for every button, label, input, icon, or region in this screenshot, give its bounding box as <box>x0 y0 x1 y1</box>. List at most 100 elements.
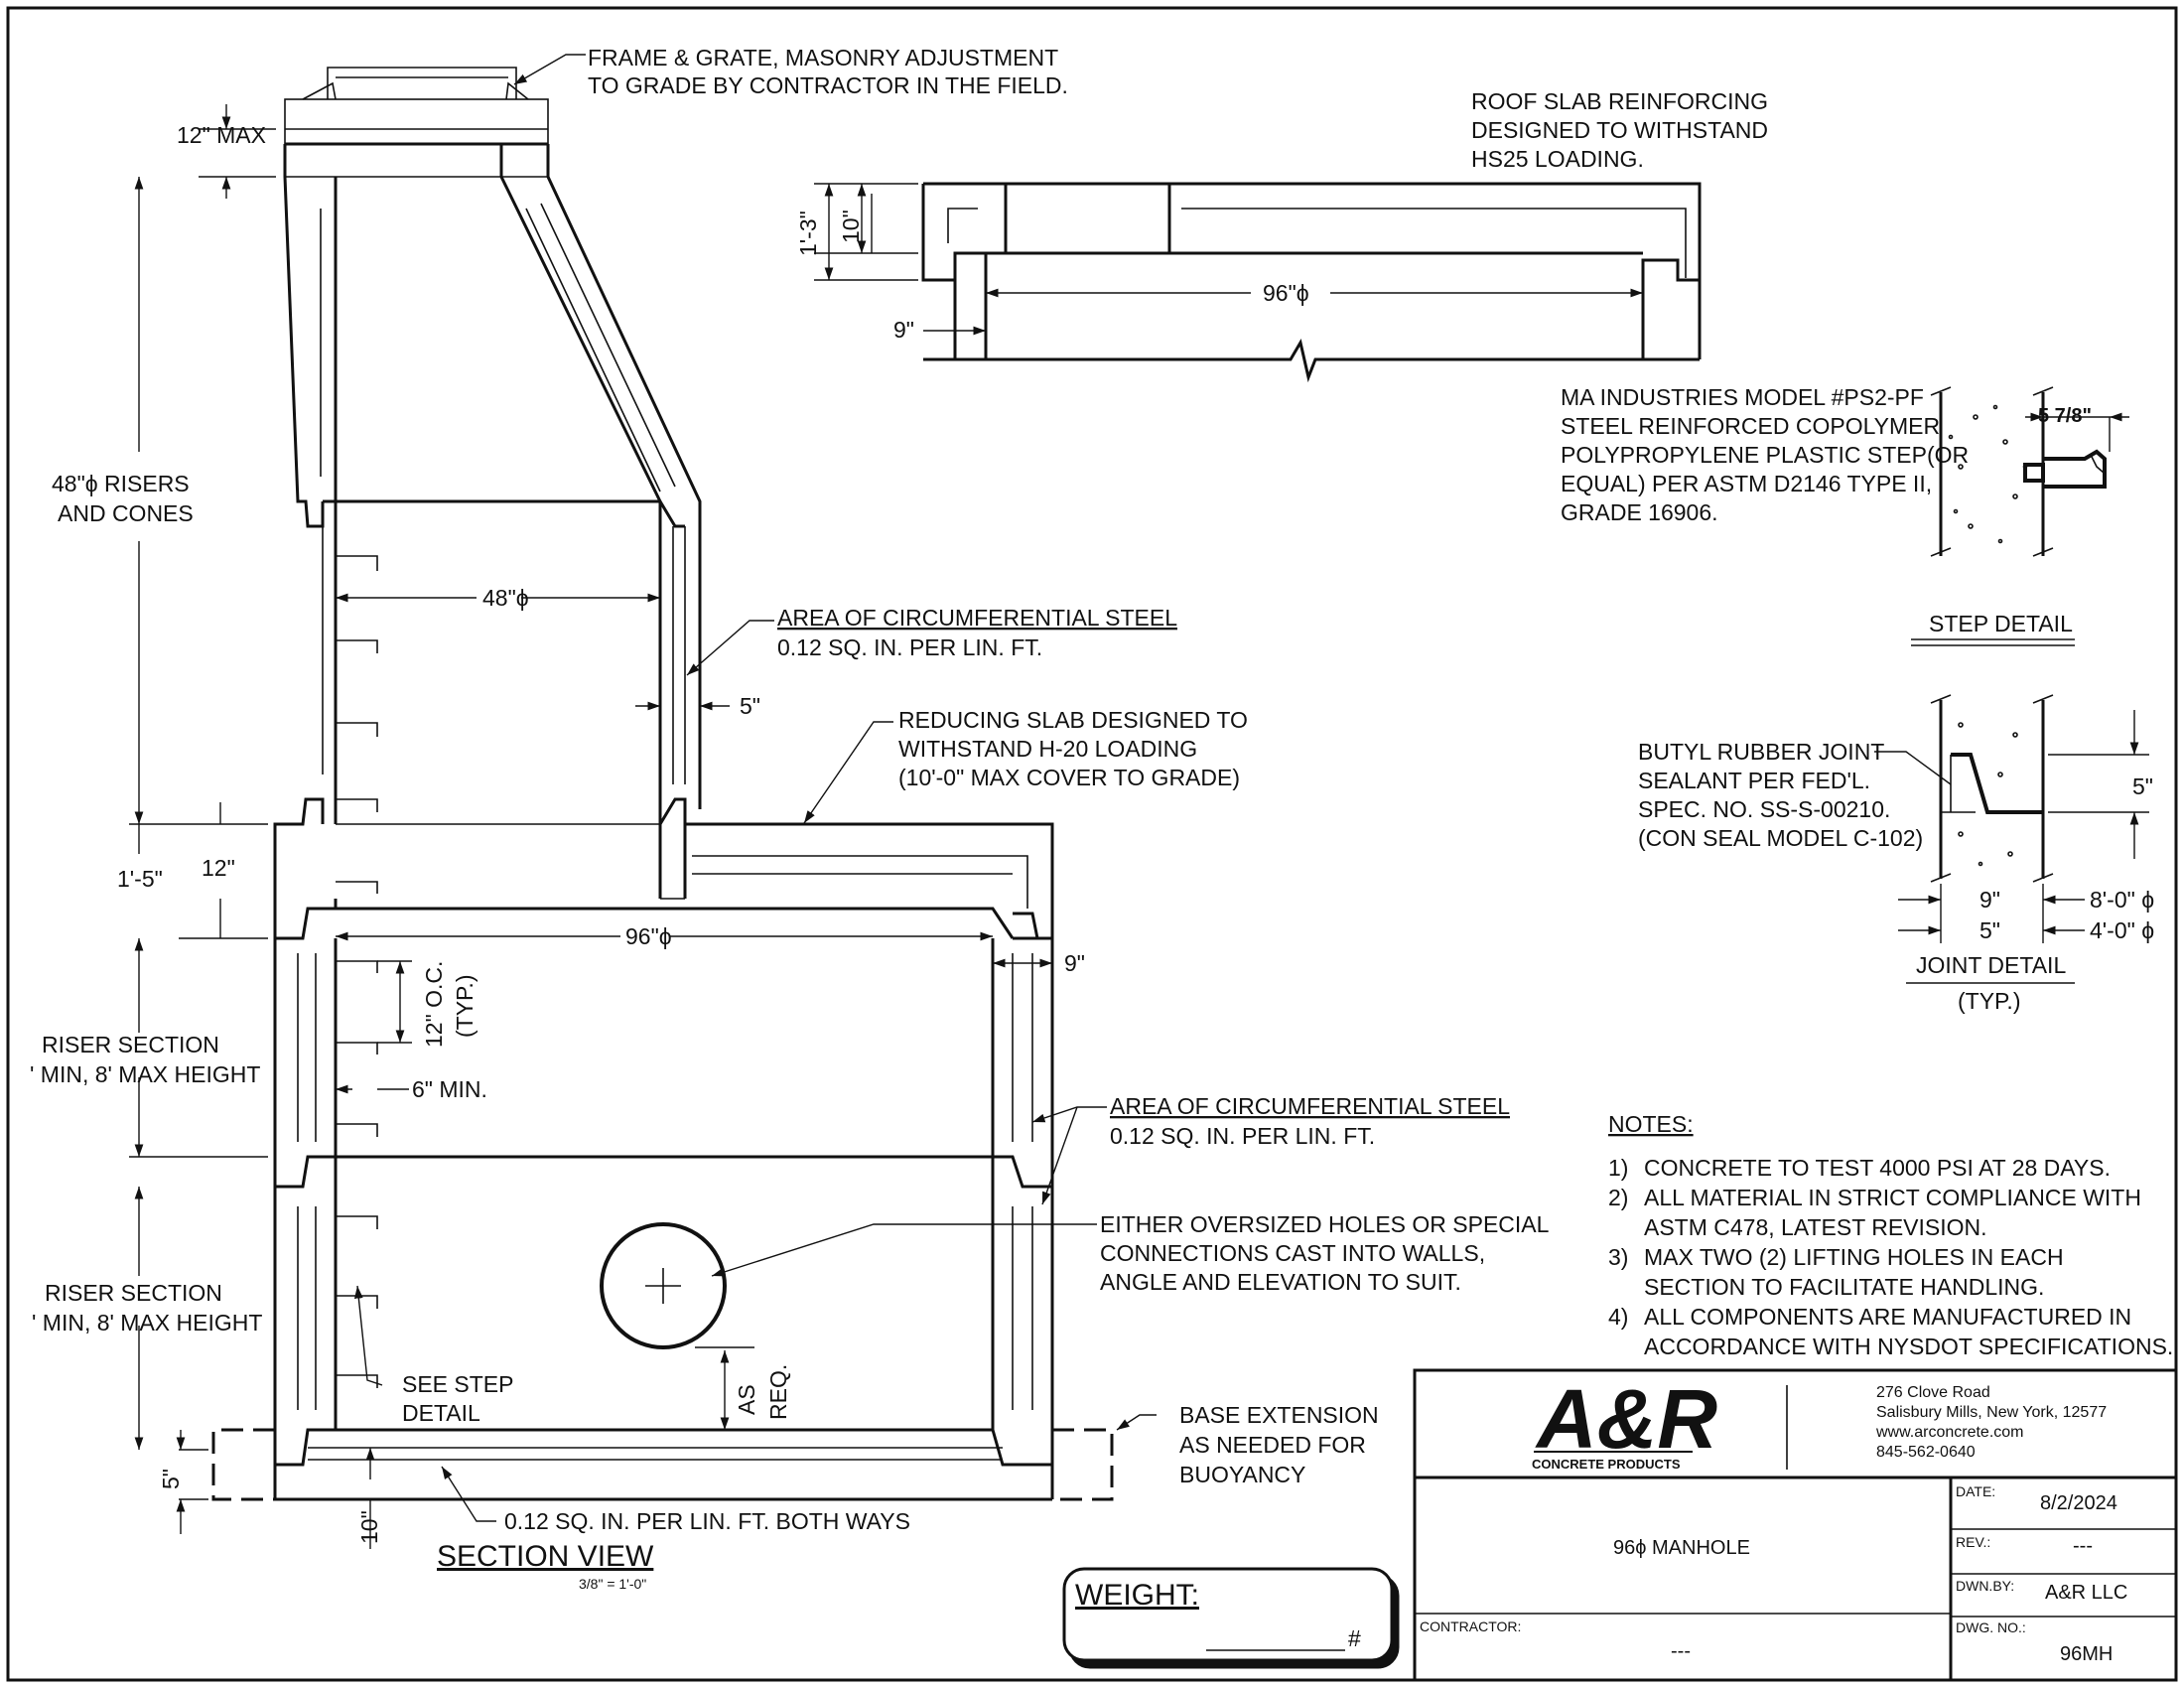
base-steel-note: 0.12 SQ. IN. PER LIN. FT. BOTH WAYS <box>504 1508 910 1534</box>
contractor-label: CONTRACTOR: <box>1420 1618 1521 1634</box>
dim-roof-10: 10" <box>838 210 864 243</box>
reducing-slab-2: WITHSTAND H-20 LOADING <box>898 736 1197 762</box>
dim-step-5-7-8: 5 7/8" <box>2038 405 2092 427</box>
dim-12: 12" <box>202 855 235 881</box>
roof-note-2: DESIGNED TO WITHSTAND <box>1471 117 1768 143</box>
reducing-slab-1: REDUCING SLAB DESIGNED TO <box>898 707 1248 733</box>
logo-subtext: CONCRETE PRODUCTS <box>1532 1457 1681 1472</box>
dim-12-oc: 12" O.C. <box>421 961 447 1048</box>
ar-logo: A&R CONCRETE PRODUCTS <box>1532 1372 1717 1472</box>
see-step-1: SEE STEP <box>402 1371 513 1397</box>
dim-roof-1-3: 1'-3" <box>795 211 821 256</box>
note-4-line-1: ALL COMPONENTS ARE MANUFACTURED IN <box>1644 1304 2131 1330</box>
dim-joint-4: 4'-0" ϕ <box>2090 917 2154 943</box>
title-block: A&R CONCRETE PRODUCTS 276 Clove Road Sal… <box>1413 1368 2178 1682</box>
note-3-line-1: MAX TWO (2) LIFTING HOLES IN EACH <box>1644 1244 2064 1270</box>
riser-section-1b: ' MIN, 8' MAX HEIGHT <box>30 1061 260 1087</box>
logo-text: A&R <box>1535 1372 1717 1466</box>
dim-joint-9: 9" <box>1979 887 2000 913</box>
circ-steel-upper-2: 0.12 SQ. IN. PER LIN. FT. <box>777 634 1042 660</box>
dim-req: REQ. <box>765 1364 791 1420</box>
step-model-5: GRADE 16906. <box>1561 499 1718 525</box>
dim-48-dia: 48"ϕ <box>482 585 529 611</box>
address-4: 845-562-0640 <box>1876 1444 1976 1461</box>
section-labels: FRAME & GRATE, MASONRY ADJUSTMENT TO GRA… <box>30 45 1550 1592</box>
base-extension-1: BASE EXTENSION <box>1179 1402 1379 1428</box>
dim-as: AS <box>734 1384 759 1415</box>
dim-base-5: 5" <box>158 1469 184 1489</box>
note-3-line-2: SECTION TO FACILITATE HANDLING. <box>1644 1274 2044 1300</box>
weight-box: WEIGHT: # <box>1062 1567 1400 1669</box>
dim-6-min: 6" MIN. <box>412 1076 487 1102</box>
note-2-line-1: ALL MATERIAL IN STRICT COMPLIANCE WITH <box>1644 1185 2141 1210</box>
dim-9: 9" <box>1064 950 1085 976</box>
dwg-label: DWG. NO.: <box>1956 1619 2026 1635</box>
roof-slab-detail <box>814 182 1702 383</box>
step-detail <box>1911 386 2129 646</box>
frame-grate-note-1: FRAME & GRATE, MASONRY ADJUSTMENT <box>588 45 1058 70</box>
dwn-value: A&R LLC <box>2045 1582 2127 1604</box>
cone <box>283 144 702 899</box>
note-3-num: 3) <box>1608 1244 1628 1270</box>
reducing-slab-3: (10'-0" MAX COVER TO GRADE) <box>898 765 1240 790</box>
step-model-1: MA INDUSTRIES MODEL #PS2-PF <box>1561 384 1924 410</box>
dim-joint-8: 8'-0" ϕ <box>2090 887 2154 913</box>
dim-joint-5b: 5" <box>1979 917 2000 943</box>
dim-1-5: 1'-5" <box>117 866 163 892</box>
dim-roof-9: 9" <box>893 317 914 343</box>
dim-12-max: 12" MAX <box>177 122 266 148</box>
sheet-border <box>6 6 2178 1682</box>
riser-section-1a: RISER SECTION <box>42 1032 219 1057</box>
lower-risers <box>273 936 1054 1499</box>
notes-heading: NOTES: <box>1608 1111 1694 1137</box>
section-view-title: SECTION VIEW <box>437 1540 654 1573</box>
risers-cones-1: 48"ϕ RISERS <box>52 471 190 496</box>
frame-grate <box>284 67 549 146</box>
date-label: DATE: <box>1956 1483 1995 1499</box>
dwg-value: 96MH <box>2060 1643 2113 1665</box>
address-2: Salisbury Mills, New York, 12577 <box>1876 1404 2107 1421</box>
base-slab <box>211 1428 1114 1501</box>
roof-note-3: HS25 LOADING. <box>1471 146 1644 172</box>
dim-base-10: 10" <box>356 1510 382 1544</box>
butyl-2: SEALANT PER FED'L. <box>1638 768 1870 793</box>
address-3: www.arconcrete.com <box>1875 1424 2024 1441</box>
risers-cones-2: AND CONES <box>58 500 194 526</box>
weight-unit: # <box>1348 1625 1361 1651</box>
oversized-holes-1: EITHER OVERSIZED HOLES OR SPECIAL <box>1100 1211 1550 1237</box>
dim-96-dia: 96"ϕ <box>625 923 672 949</box>
roof-note-1: ROOF SLAB REINFORCING <box>1471 88 1768 114</box>
joint-typ: (TYP.) <box>1958 988 2020 1014</box>
rev-label: REV.: <box>1956 1534 1990 1550</box>
scale-note: 3/8" = 1'-0" <box>579 1576 646 1592</box>
dwn-label: DWN.BY: <box>1956 1578 2014 1594</box>
butyl-3: SPEC. NO. SS-S-00210. <box>1638 796 1890 822</box>
see-step-2: DETAIL <box>402 1400 480 1426</box>
step-model-2: STEEL REINFORCED COPOLYMER <box>1561 413 1940 439</box>
note-1-line-1: CONCRETE TO TEST 4000 PSI AT 28 DAYS. <box>1644 1155 2111 1181</box>
step-model-3: POLYPROPYLENE PLASTIC STEP(OR <box>1561 442 1969 468</box>
joint-detail-title: JOINT DETAIL <box>1916 952 2066 978</box>
general-notes: NOTES: 1) CONCRETE TO TEST 4000 PSI AT 2… <box>1608 1111 2173 1359</box>
riser-section-2a: RISER SECTION <box>45 1280 222 1306</box>
oversized-holes-2: CONNECTIONS CAST INTO WALLS, <box>1100 1240 1485 1266</box>
circ-steel-lower-1: AREA OF CIRCUMFERENTIAL STEEL <box>1110 1093 1510 1119</box>
detail-labels: MA INDUSTRIES MODEL #PS2-PF STEEL REINFO… <box>1561 384 2154 1014</box>
frame-grate-note-2: TO GRADE BY CONTRACTOR IN THE FIELD. <box>588 72 1068 98</box>
oversized-holes-3: ANGLE AND ELEVATION TO SUIT. <box>1100 1269 1461 1295</box>
circ-steel-upper-1: AREA OF CIRCUMFERENTIAL STEEL <box>777 605 1177 631</box>
drawing-title: 96ϕ MANHOLE <box>1613 1537 1750 1559</box>
weight-label: WEIGHT: <box>1075 1579 1199 1612</box>
joint-detail <box>1874 694 2149 984</box>
note-4-num: 4) <box>1608 1304 1628 1330</box>
contractor-value: --- <box>1671 1640 1691 1662</box>
section-view <box>129 54 1157 1549</box>
dim-roof-96: 96"ϕ <box>1263 280 1309 306</box>
note-4-line-2: ACCORDANCE WITH NYSDOT SPECIFICATIONS. <box>1644 1334 2173 1359</box>
date-value: 8/2/2024 <box>2040 1492 2117 1514</box>
step-detail-title: STEP DETAIL <box>1929 611 2073 636</box>
dim-typ: (TYP.) <box>452 975 478 1038</box>
butyl-1: BUTYL RUBBER JOINT <box>1638 739 1884 765</box>
